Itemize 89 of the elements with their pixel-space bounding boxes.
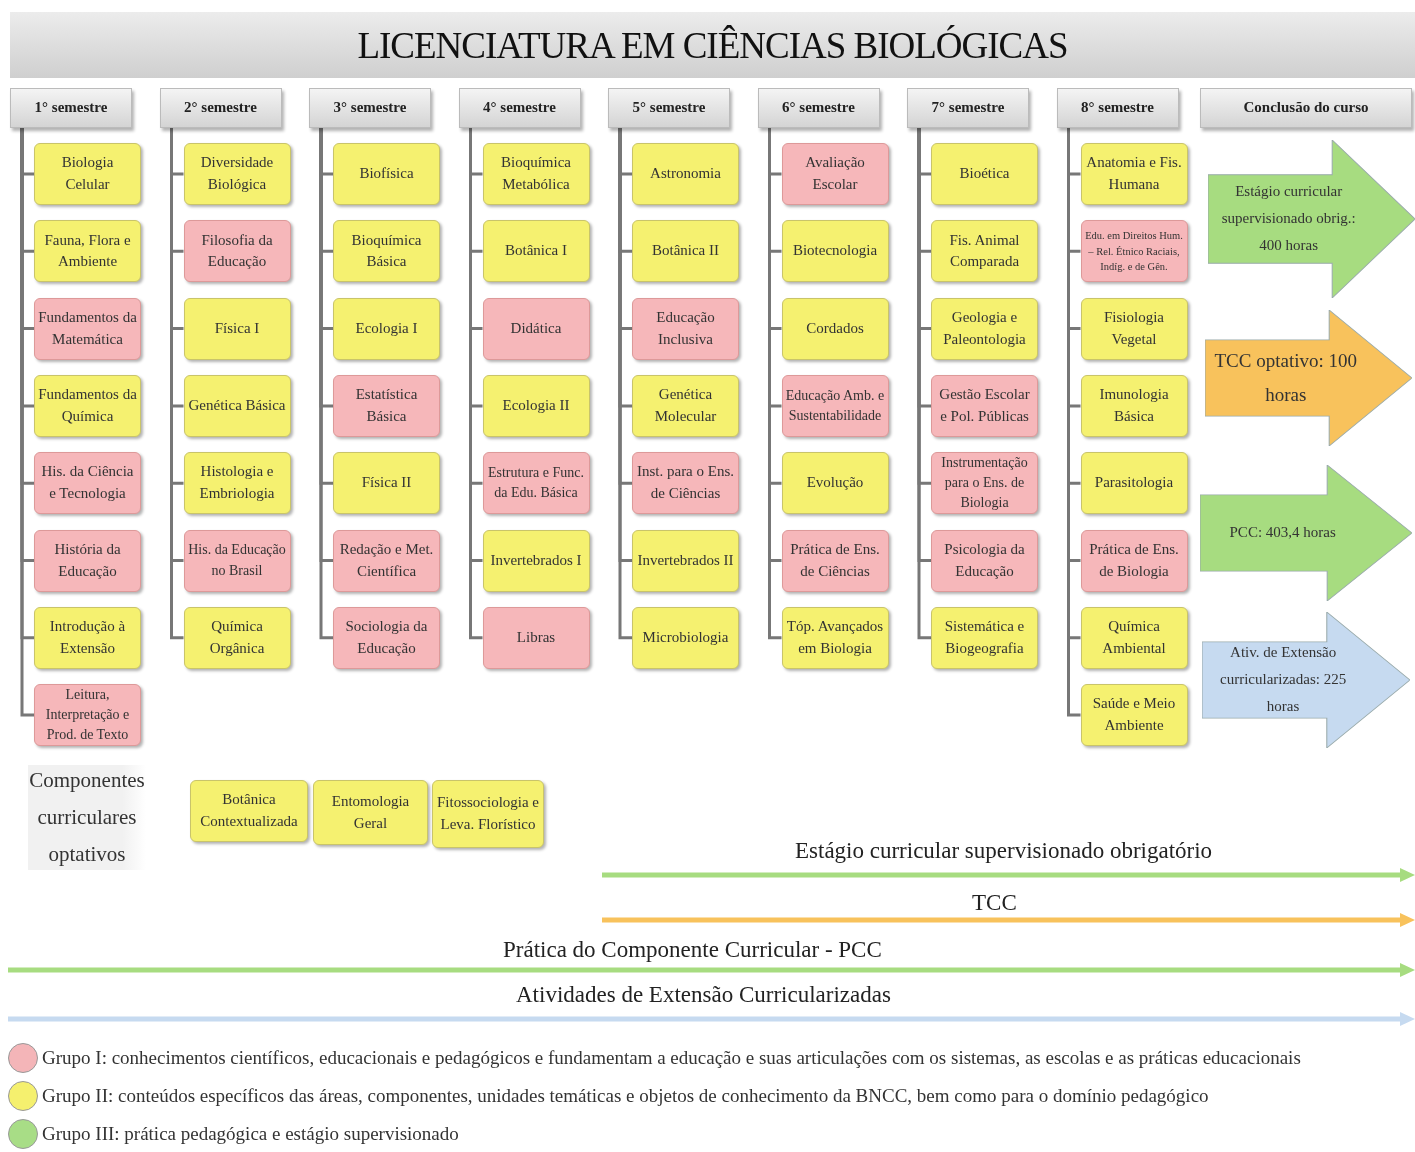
course-box: Tóp. Avançados em Biologia bbox=[781, 606, 889, 669]
semester-header: 7° semestre bbox=[907, 88, 1029, 128]
course-box: Histologia e Embriologia bbox=[183, 452, 291, 515]
course-box: Fis. Animal Comparada bbox=[931, 220, 1038, 283]
course-box: Sistemática e Biogeografia bbox=[931, 606, 1038, 669]
semester-header: 3° semestre bbox=[309, 88, 431, 128]
course-box: Prática de Ens. de Ciências bbox=[781, 529, 889, 592]
course-box: Invertebrados I bbox=[482, 529, 590, 592]
course-box: Sociologia da Educação bbox=[333, 606, 440, 669]
course-box: Estrutura e Func. da Edu. Básica bbox=[482, 452, 590, 515]
course-box: Edu. em Direitos Hum. – Rel. Étnico Raciais, Indíg. e de Gên. bbox=[1080, 220, 1188, 283]
course-box: Genética Básica bbox=[183, 374, 291, 437]
course-box: Estatística Básica bbox=[333, 374, 440, 437]
timeline-label: TCC bbox=[972, 890, 1017, 916]
course-box: Botânica II bbox=[632, 220, 739, 283]
course-box: His. da Ciência e Tecnologia bbox=[34, 452, 141, 515]
hours-callout: Ativ. de Extensão curricularizadas: 225 horas bbox=[1202, 612, 1410, 748]
course-box: Química Orgânica bbox=[183, 606, 291, 669]
course-box: Invertebrados II bbox=[632, 529, 739, 592]
semester-header: 8° semestre bbox=[1056, 88, 1179, 128]
course-box: Biotecnologia bbox=[781, 220, 889, 283]
course-box: Bioquímica Metabólica bbox=[482, 143, 590, 205]
course-box: Anatomia e Fis. Humana bbox=[1080, 143, 1188, 205]
course-box: Ecologia I bbox=[333, 297, 440, 360]
course-box: Introdução à Extensão bbox=[34, 606, 141, 669]
connector-line bbox=[469, 128, 483, 640]
timeline-label: Estágio curricular supervisionado obrigatório bbox=[795, 838, 1213, 864]
semester-header: 2° semestre bbox=[159, 88, 282, 128]
hours-callout: PCC: 403,4 horas bbox=[1200, 465, 1412, 601]
connector-line bbox=[170, 128, 184, 640]
course-box: Cordados bbox=[781, 297, 889, 360]
course-box: Genética Molecular bbox=[632, 374, 739, 437]
timeline-label: Prática do Componente Curricular - PCC bbox=[503, 937, 882, 963]
course-box: Educação Amb. e Sustentabilidade bbox=[781, 374, 889, 437]
connector-line bbox=[618, 128, 632, 640]
hours-callout: TCC optativo: 100 horas bbox=[1205, 310, 1412, 446]
legend-text: Grupo III: prática pedagógica e estágio supervisionado bbox=[42, 1123, 459, 1145]
course-box: História da Educação bbox=[34, 529, 141, 592]
connector-line bbox=[319, 128, 333, 640]
legend-text: Grupo I: conhecimentos científicos, educacionais e pedagógicos e fundamentam a educação e suas articulações com os sistemas, as escolas e as práticas educacionais bbox=[42, 1047, 1301, 1069]
course-box: Didática bbox=[482, 297, 590, 360]
course-box: Gestão Escolar e Pol. Públicas bbox=[931, 374, 1038, 437]
course-box: Fundamentos da Química bbox=[34, 374, 141, 437]
course-box: Libras bbox=[482, 606, 590, 669]
course-box: Instrumentação para o Ens. de Biologia bbox=[931, 452, 1038, 515]
course-box: Educação Inclusiva bbox=[632, 297, 739, 360]
course-box: Fitossociologia e Leva. Florístico bbox=[432, 780, 544, 848]
semester-header: Conclusão do curso bbox=[1200, 88, 1412, 128]
course-box: His. da Educação no Brasil bbox=[183, 529, 291, 592]
course-box: Psicologia da Educação bbox=[931, 529, 1038, 592]
course-box: Fisiologia Vegetal bbox=[1080, 297, 1188, 360]
course-box: Filosofia da Educação bbox=[183, 220, 291, 283]
course-box: Parasitologia bbox=[1080, 452, 1188, 515]
hours-callout: Estágio curricular supervisionado obrig.: 400 horas bbox=[1208, 140, 1415, 298]
timeline-label: Atividades de Extensão Curricularizadas bbox=[516, 982, 891, 1008]
course-box: Inst. para o Ens. de Ciências bbox=[632, 452, 739, 515]
course-box: Fundamentos da Matemática bbox=[34, 297, 141, 360]
course-box: Imunologia Básica bbox=[1080, 374, 1188, 437]
course-box: Bioética bbox=[931, 143, 1038, 205]
course-box: Fauna, Flora e Ambiente bbox=[34, 220, 141, 283]
course-box: Biofísica bbox=[333, 143, 440, 205]
course-box: Biologia Celular bbox=[34, 143, 141, 205]
title: LICENCIATURA EM CIÊNCIAS BIOLÓGICAS bbox=[357, 23, 1068, 67]
course-box: Botânica I bbox=[482, 220, 590, 283]
course-box: Astronomia bbox=[632, 143, 739, 205]
semester-header: 4° semestre bbox=[458, 88, 581, 128]
course-box: Evolução bbox=[781, 452, 889, 515]
course-box: Botânica Contextualizada bbox=[190, 780, 308, 842]
legend-text: Grupo II: conteúdos específicos das áreas, componentes, unidades temáticas e objetos de conhecimento da BNCC, bem como para o domínio pedagógico bbox=[42, 1085, 1209, 1107]
connector-line bbox=[917, 128, 931, 640]
course-box: Física II bbox=[333, 452, 440, 515]
semester-header: 1° semestre bbox=[10, 88, 132, 128]
course-box: Leitura, Interpretação e Prod. de Texto bbox=[34, 684, 141, 747]
course-box: Geologia e Paleontologia bbox=[931, 297, 1038, 360]
course-box: Física I bbox=[183, 297, 291, 360]
course-box: Bioquímica Básica bbox=[333, 220, 440, 283]
course-box: Saúde e Meio Ambiente bbox=[1080, 684, 1188, 747]
course-box: Redação e Met. Científica bbox=[333, 529, 440, 592]
semester-header: 6° semestre bbox=[757, 88, 880, 128]
course-box: Microbiologia bbox=[632, 606, 739, 669]
course-box: Prática de Ens. de Biologia bbox=[1080, 529, 1188, 592]
course-box: Diversidade Biológica bbox=[183, 143, 291, 205]
connector-line bbox=[768, 128, 782, 640]
course-box: Química Ambiental bbox=[1080, 606, 1188, 669]
semester-header: 5° semestre bbox=[608, 88, 730, 128]
course-box: Entomologia Geral bbox=[313, 780, 428, 845]
course-box: Avaliação Escolar bbox=[781, 143, 889, 205]
course-box: Ecologia II bbox=[482, 374, 590, 437]
section-label: Componentes curriculares optativos bbox=[28, 765, 146, 870]
